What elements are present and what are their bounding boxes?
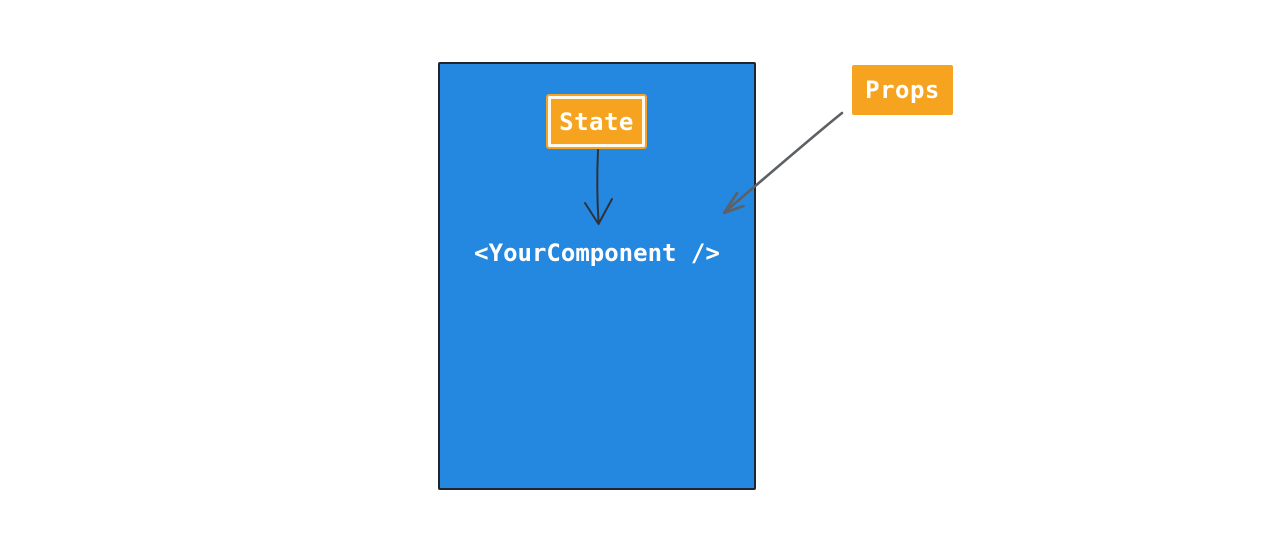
component-label: <YourComponent /> (474, 239, 720, 267)
state-badge-label: State (559, 107, 634, 136)
state-badge: State (546, 94, 647, 149)
props-badge-label: Props (865, 76, 940, 104)
props-badge: Props (852, 65, 953, 115)
